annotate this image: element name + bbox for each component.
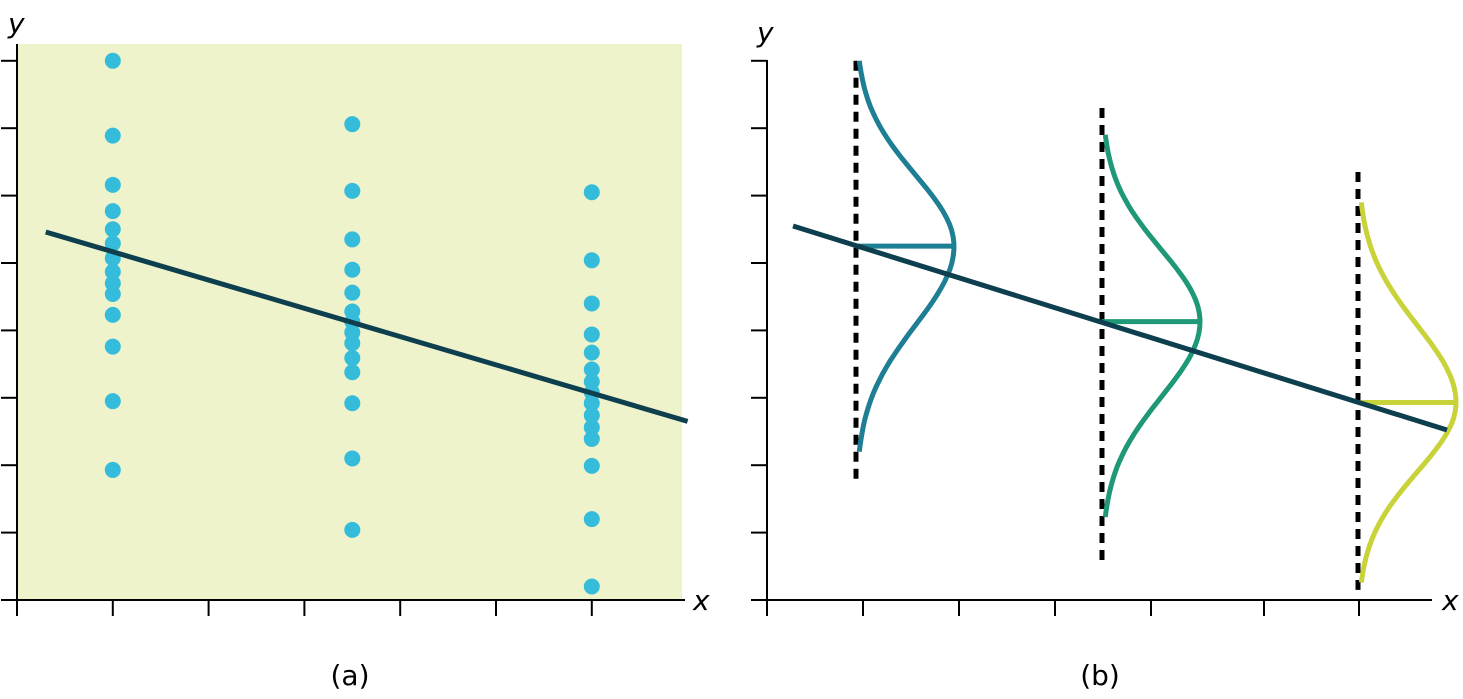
- data-point: [344, 521, 361, 538]
- data-point: [583, 252, 600, 269]
- data-point: [104, 461, 121, 478]
- data-point: [583, 184, 600, 201]
- data-point: [344, 284, 361, 301]
- data-point: [344, 395, 361, 412]
- panel-b-regression-line: [792, 223, 1448, 433]
- data-point: [104, 203, 121, 220]
- data-point: [104, 286, 121, 303]
- panel-b-caption: (b): [1080, 659, 1120, 692]
- panel-a-regression-line: [45, 229, 689, 424]
- data-point: [344, 364, 361, 381]
- data-point: [344, 335, 361, 352]
- data-point: [344, 182, 361, 199]
- bell-curve: [1358, 201, 1459, 583]
- panel-b-ticks: [751, 59, 1360, 616]
- data-point: [104, 221, 121, 238]
- data-point: [104, 306, 121, 323]
- data-point: [583, 361, 600, 378]
- data-point: [104, 263, 121, 280]
- panel-a-caption: (a): [330, 659, 369, 692]
- data-point: [104, 338, 121, 355]
- panel-b-distributions: y x (b): [751, 16, 1459, 692]
- bell-curve: [1102, 134, 1203, 518]
- panel-a-data-points: [104, 52, 600, 595]
- data-point: [104, 127, 121, 144]
- data-point: [344, 116, 361, 133]
- data-point: [583, 326, 600, 343]
- data-point: [583, 395, 600, 412]
- panel-a-x-label: x: [692, 584, 710, 617]
- panel-a-ticks: [1, 59, 593, 616]
- data-point: [583, 295, 600, 312]
- data-point: [583, 457, 600, 474]
- data-point: [583, 430, 600, 447]
- data-point: [583, 344, 600, 361]
- panel-b-x-label: x: [1441, 584, 1459, 617]
- data-point: [104, 176, 121, 193]
- data-point: [344, 261, 361, 278]
- data-point: [104, 52, 121, 69]
- data-point: [583, 419, 600, 436]
- data-point: [344, 350, 361, 367]
- data-point: [344, 231, 361, 248]
- data-point: [104, 393, 121, 410]
- data-point: [104, 235, 121, 252]
- bell-curve: [856, 60, 957, 453]
- panel-a-y-label: y: [7, 7, 25, 40]
- normal-distribution-2: [1099, 107, 1203, 565]
- panel-a-scatter: y x (a): [1, 7, 710, 692]
- data-point: [583, 511, 600, 528]
- normal-distribution-1: [853, 60, 957, 485]
- panel-b-normal-curves: [853, 60, 1459, 590]
- normal-distribution-3: [1355, 172, 1459, 590]
- panel-b-y-label: y: [756, 16, 774, 49]
- data-point: [583, 578, 600, 595]
- data-point: [583, 407, 600, 424]
- data-point: [344, 450, 361, 467]
